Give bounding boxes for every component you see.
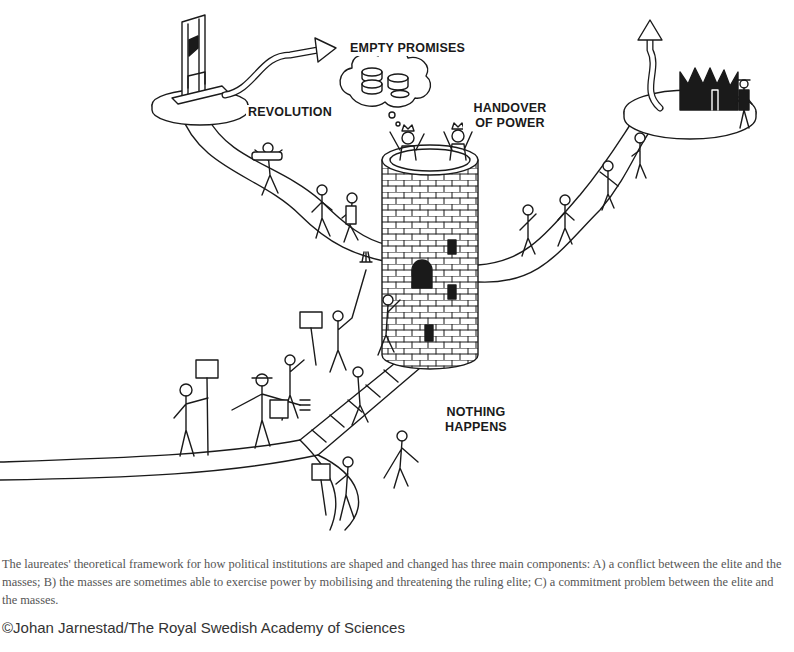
- label: HANDOVER OF POWER: [463, 101, 557, 131]
- caption: The laureates' theoretical framework for…: [2, 555, 790, 609]
- road-edge: [0, 455, 318, 480]
- illustration: [0, 0, 794, 540]
- crown: [680, 68, 738, 110]
- person: [736, 80, 752, 128]
- road-edge: [478, 122, 632, 265]
- label: EMPTY PROMISES: [348, 41, 467, 56]
- label: NOTHING HAPPENS: [434, 405, 518, 435]
- road-edge: [208, 118, 388, 245]
- thought-bubble: [340, 49, 430, 126]
- crowd: [252, 143, 358, 242]
- crowd: [174, 252, 400, 456]
- arrow: [650, 38, 660, 108]
- ruler: [390, 125, 424, 160]
- road-edge: [180, 112, 388, 262]
- road-edge: [300, 440, 336, 530]
- road-edge: [0, 440, 300, 462]
- crowd: [520, 133, 646, 256]
- crowd: [312, 431, 418, 520]
- road-edge: [478, 125, 655, 282]
- label: REVOLUTION: [246, 105, 334, 120]
- guillotine: [172, 15, 228, 104]
- arrow: [225, 50, 318, 95]
- tower: [382, 145, 478, 369]
- credit-line: ©Johan Jarnestad/The Royal Swedish Acade…: [2, 619, 602, 636]
